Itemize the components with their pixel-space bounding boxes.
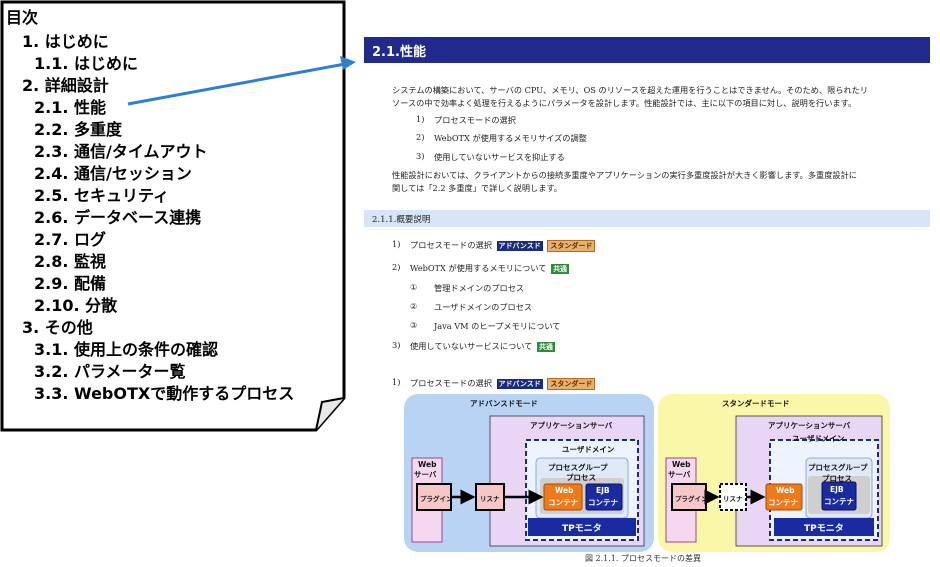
list-item: 使用していないサービスを抑止する [434,152,565,162]
list-item-number: 3) [392,340,401,350]
process-group-label: プロセスグループ [548,463,608,472]
toc-item[interactable]: 2.9. 配備 [34,274,106,293]
common-badge: 共通 [536,342,555,352]
toc-item[interactable]: 2.4. 通信/セッション [34,164,192,183]
web-container-label: Web [555,486,574,495]
advanced-badge: アドバンスド [496,379,543,389]
list-item-number: ② [410,301,418,311]
list-item: WebOTX が使用するメモリについて 共通 [410,262,570,274]
toc-item[interactable]: 2.8. 監視 [34,252,106,271]
note-dogear-icon [315,397,345,431]
standard-badge: スタンダード [547,240,596,252]
list-item-number: 3) [416,151,425,161]
web-server-label: サーバ [668,470,691,479]
advanced-mode-label: アドバンスドモード [470,399,538,408]
list-item-number: 2) [416,132,425,142]
listener-label: リスナ [723,495,743,503]
diagram-intro: プロセスモードの選択 アドバンスド スタンダード [410,377,596,390]
process-label: プロセス [822,474,852,483]
section-title: 2.1.性能 [372,45,426,60]
listener-label: リスナ [480,495,500,503]
process-group-label: プロセスグループ [808,463,868,472]
ejb-container-box [821,481,857,511]
web-container-box [765,483,803,511]
list-item-text: プロセスモードの選択 [410,378,492,388]
ejb-container-label: EJB [830,485,844,494]
ejb-container-box [585,483,623,511]
list-item-text: WebOTX が使用するメモリについて [410,263,547,273]
toc-item[interactable]: 2.5. セキュリティ [34,186,170,205]
standard-mode-label: スタンダードモード [722,399,790,408]
toc-note-frame [0,0,346,432]
figure-caption: 図 2.1.1. プロセスモードの差異 [585,554,701,563]
tp-monitor-label: TPモニタ [562,524,602,534]
standard-badge: スタンダード [547,378,596,390]
list-item-number: 1) [392,239,401,249]
toc-item[interactable]: 1. はじめに [22,32,109,51]
process-label: プロセス [566,473,596,482]
advanced-badge: アドバンスド [496,241,543,251]
toc-item[interactable]: 3. その他 [22,318,93,337]
list-item: WebOTX が使用するメモリサイズの調整 [434,133,587,143]
tp-monitor-bar [528,518,636,536]
list-item: 管理ドメインのプロセス [434,283,525,293]
toc-item[interactable]: 3.1. 使用上の条件の確認 [34,340,218,359]
ejb-container-label: コンテナ [824,497,854,506]
tp-monitor-label: TPモニタ [804,524,844,534]
list-item-text: プロセスモードの選択 [410,240,492,250]
intro-line-2: ソースの中で効率よく処理を行えるようにパラメータを設計します。性能設計では、主に… [392,98,857,108]
subsection-title: 2.1.1.概要説明 [372,215,431,225]
subsection-header: 2.1.1.概要説明 [364,210,930,227]
list-item: 使用していないサービスについて 共通 [410,340,555,352]
listener-box [475,483,505,511]
section-header: 2.1.性能 [364,37,930,63]
listener-box [719,483,747,511]
tp-monitor-bar [774,518,874,536]
list-item: プロセスモードの選択 [434,115,516,125]
list-item: Java VM のヒープメモリについて [434,321,561,331]
plugin-label: プラグイン [675,495,708,503]
list-item-number: 1) [416,114,425,124]
toc-item[interactable]: 2.6. データベース連携 [34,208,202,227]
common-badge: 共通 [551,264,570,274]
toc-item[interactable]: 3.3. WebOTXで動作するプロセス [34,384,295,403]
list-item-number: ① [410,282,418,292]
toc-heading: 目次 [6,8,39,27]
web-container-box [543,483,583,511]
app-server-label: アプリケーションサーバ [768,421,851,430]
toc-item[interactable]: 2.3. 通信/タイムアウト [34,142,208,161]
app-server-label: アプリケーションサーバ [530,421,613,430]
list-item-number: ③ [410,320,418,330]
pointer-arrow-icon [127,62,346,106]
para2-line-1: 性能設計においては、クライアントからの接続多重度やアプリケーションの実行多重度設… [392,170,857,180]
web-server-label: Web [418,460,437,469]
user-domain-label: ユーザドメイン [562,445,615,454]
list-item: プロセスモードの選択 アドバンスド スタンダード [410,239,596,252]
web-server-label: サーバ [414,470,437,479]
web-container-label: コンテナ [548,498,578,507]
ejb-container-label: EJB [596,486,610,495]
user-domain-label: ユーザドメイン [792,434,845,443]
toc-item[interactable]: 3.2. パラメーター覧 [34,362,186,381]
toc-item[interactable]: 2.10. 分散 [34,296,118,315]
web-container-label: コンテナ [768,498,798,507]
intro-line-1: システムの構築において、サーバの CPU、メモリ、OS のリソースを超えた運用を… [392,85,869,95]
web-server-label: Web [672,460,691,469]
para2-line-2: 関しては「2.2 多重度」で詳しく説明します。 [392,183,562,193]
toc-item[interactable]: 2.2. 多重度 [34,120,122,139]
ejb-container-label: コンテナ [588,498,618,507]
list-item-number: 1) [392,377,401,387]
list-item: ユーザドメインのプロセス [434,302,533,312]
list-item-text: 使用していないサービスについて [410,341,533,351]
plugin-label: プラグイン [420,495,453,503]
toc-item[interactable]: 2.7. ログ [34,230,106,249]
toc-item[interactable]: 2. 詳細設計 [22,76,109,95]
list-item-number: 2) [392,262,401,272]
web-container-label: Web [776,486,795,495]
toc-item[interactable]: 1.1. はじめに [34,54,138,73]
toc-item-current[interactable]: 2.1. 性能 [34,98,106,117]
